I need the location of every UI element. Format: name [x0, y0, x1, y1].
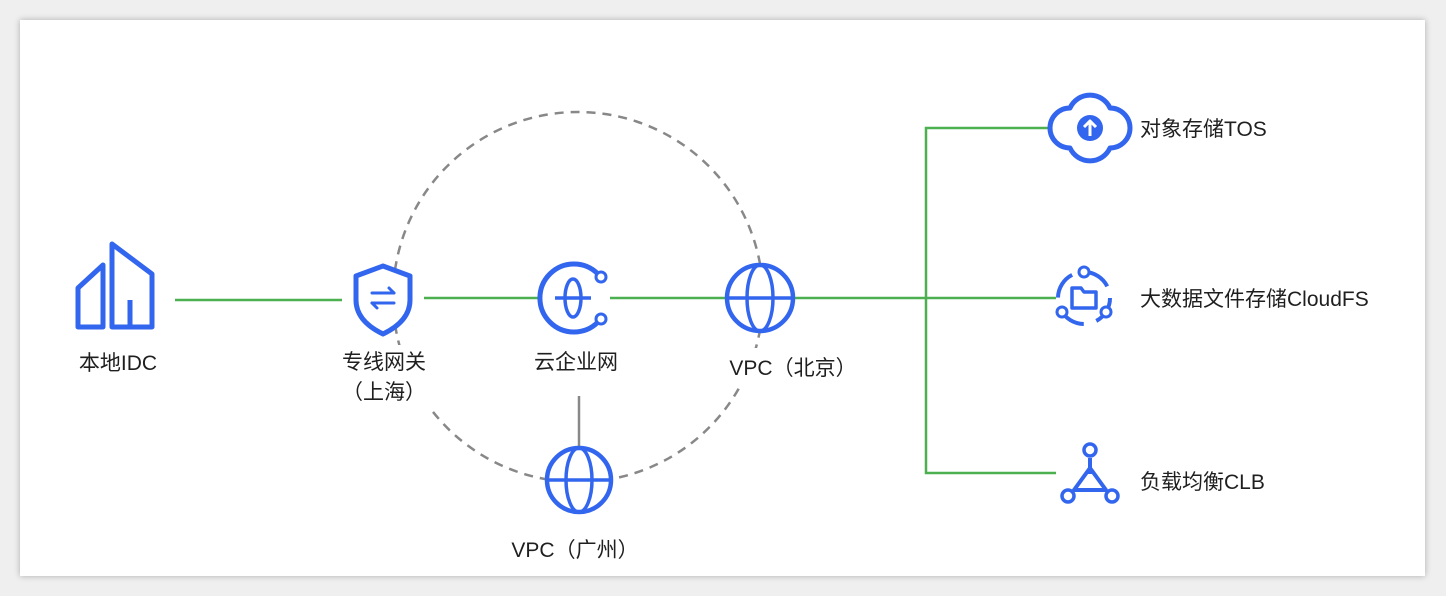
node-label-cloudfs: 大数据文件存储CloudFS	[1140, 288, 1369, 311]
node-label-gateway-line1: 专线网关	[342, 351, 426, 374]
cen-icon	[537, 261, 608, 335]
folder-network-icon	[1055, 265, 1113, 326]
node-label-clb: 负载均衡CLB	[1140, 471, 1265, 494]
label-mask	[720, 348, 870, 386]
node-label-vpc-beijing: VPC（北京）	[729, 357, 856, 380]
link-vpc-tos-clb	[924, 126, 1056, 475]
node-label-tos: 对象存储TOS	[1140, 118, 1267, 141]
node-label-gateway-line2: （上海）	[342, 381, 426, 404]
cloud-upload-icon	[1047, 92, 1133, 164]
globe-icon	[724, 262, 796, 334]
node-label-cen: 云企业网	[534, 351, 618, 374]
connection-links	[175, 126, 1056, 475]
node-label-vpc-guangzhou: VPC（广州）	[511, 539, 638, 562]
shield-exchange-icon	[353, 263, 413, 337]
hub-icon	[1060, 442, 1120, 504]
label-mask	[330, 345, 440, 410]
building-icon	[75, 241, 155, 330]
globe-icon	[544, 445, 614, 515]
architecture-diagram: 本地IDC 专线网关 （上海） 云企业网 VPC（北京） VPC（广州） 对象存…	[75, 92, 1369, 562]
diagram-frame: 本地IDC 专线网关 （上海） 云企业网 VPC（北京） VPC（广州） 对象存…	[20, 20, 1425, 576]
node-label-local-idc: 本地IDC	[79, 352, 157, 375]
